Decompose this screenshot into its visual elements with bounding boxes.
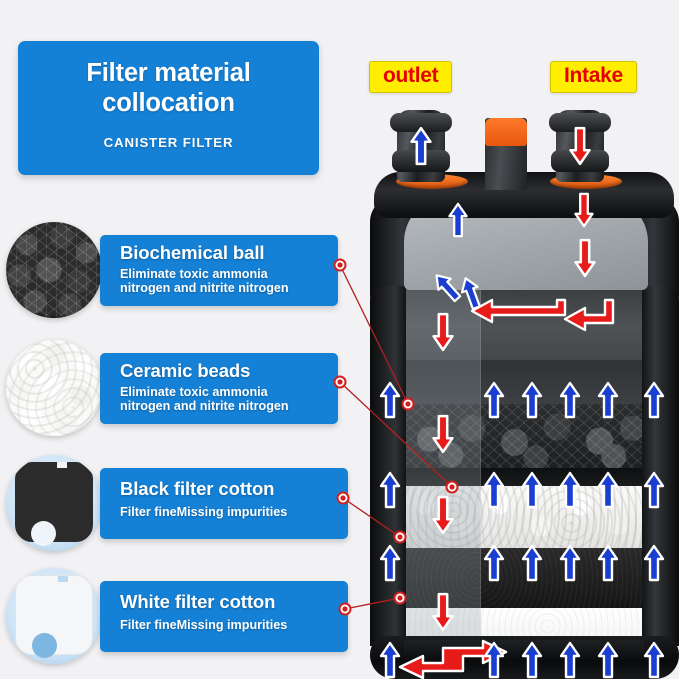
sponge-notch: [57, 462, 67, 468]
legend-description: Filter fineMissing impurities: [120, 618, 334, 632]
outlet-tag: outlet: [369, 61, 453, 93]
arrow-upflow-b4: [559, 471, 581, 509]
page-title: Filter material collocation: [18, 59, 319, 118]
arrow-upflow-b6: [643, 471, 665, 509]
arrow-upflow-c2: [483, 544, 505, 582]
legend-title: Biochemical ball: [120, 242, 265, 263]
title-line-2: collocation: [102, 88, 235, 117]
arrow-upflow-b3: [521, 471, 543, 509]
legend-label-biochemical-ball: Biochemical ball Eliminate toxic ammonia…: [100, 235, 338, 306]
legend-label-white-filter-cotton: White filter cotton Filter fineMissing i…: [100, 581, 348, 652]
arrow-downflow-1: [432, 312, 454, 352]
arrow-upflow-c3: [521, 544, 543, 582]
sponge-hole: [31, 521, 56, 546]
arrow-upflow-w5: [597, 641, 619, 679]
page-subtitle: CANISTER FILTER: [103, 135, 234, 151]
legend-label-black-filter-cotton: Black filter cotton Filter fineMissing i…: [100, 468, 348, 539]
legend-description: Eliminate toxic ammonia nitrogen and nit…: [120, 385, 324, 413]
arrow-downflow-3: [432, 495, 454, 535]
legend-description-line-2: nitrogen and nitrite nitrogen: [120, 281, 289, 296]
sponge-pad-shape: [15, 575, 93, 658]
legend-label-ceramic-beads: Ceramic beads Eliminate toxic ammonia ni…: [100, 353, 338, 424]
arrow-upflow-u2: [483, 381, 505, 419]
arrow-outlet-up: [410, 126, 432, 166]
sponge-hole: [32, 633, 57, 658]
valve-knob: [485, 118, 527, 190]
arrow-dome-diagonal-a: [429, 268, 465, 306]
arrow-upflow-u4: [559, 381, 581, 419]
arrow-lid-up: [448, 202, 468, 238]
legend-description-line-1: Filter fineMissing impurities: [120, 618, 288, 633]
legend-description-line-1: Eliminate toxic ammonia: [120, 267, 268, 282]
flow-arrow-overlay: [379, 126, 665, 679]
legend-description-line-1: Eliminate toxic ammonia: [120, 385, 268, 400]
white-filter-cotton-thumbnail: [6, 568, 102, 664]
legend-title: Ceramic beads: [120, 360, 251, 381]
title-card: Filter material collocation CANISTER FIL…: [18, 41, 319, 175]
arrow-upflow-b1: [379, 471, 401, 509]
arrow-upflow-b5: [597, 471, 619, 509]
legend-title: Black filter cotton: [120, 478, 275, 499]
biochemical-ball-thumbnail: [6, 222, 102, 318]
black-filter-cotton-thumbnail: [6, 455, 102, 551]
arrow-upflow-b2: [483, 471, 505, 509]
ceramic-beads-thumbnail: [6, 340, 102, 436]
legend-description: Eliminate toxic ammonia nitrogen and nit…: [120, 267, 324, 295]
arrow-upflow-w3: [521, 641, 543, 679]
arrow-upflow-w1: [379, 641, 401, 679]
arrow-top-chamber-left: [470, 298, 567, 324]
arrow-upflow-c6: [643, 544, 665, 582]
arrow-upflow-w6: [643, 641, 665, 679]
legend-description-line-1: Filter fineMissing impurities: [120, 505, 288, 520]
arrow-upflow-c4: [559, 544, 581, 582]
media-layer-divider: [406, 468, 642, 486]
canister-filter-illustration: [370, 100, 679, 679]
arrow-intake-down: [569, 126, 591, 166]
sponge-pad-shape: [15, 462, 93, 546]
arrow-upflow-u3: [521, 381, 543, 419]
arrow-top-chamber-hook: [563, 298, 615, 332]
arrow-intake-head-down: [574, 192, 594, 228]
arrow-upflow-c1: [379, 544, 401, 582]
sponge-notch: [58, 576, 68, 582]
legend-title: White filter cotton: [120, 591, 276, 612]
arrow-upflow-c5: [597, 544, 619, 582]
arrow-downflow-4: [432, 592, 454, 632]
arrow-upflow-w4: [559, 641, 581, 679]
arrow-upflow-u6: [643, 381, 665, 419]
title-line-1: Filter material: [86, 59, 251, 87]
arrow-downflow-2: [432, 414, 454, 454]
legend-description-line-2: nitrogen and nitrite nitrogen: [120, 399, 289, 414]
intake-tag: Intake: [550, 61, 637, 93]
arrow-upflow-u1: [379, 381, 401, 419]
legend-description: Filter fineMissing impurities: [120, 505, 334, 519]
canister-body-right-wall: [642, 286, 679, 646]
arrow-intake-dome-down: [574, 238, 596, 278]
arrow-upflow-u5: [597, 381, 619, 419]
arrow-bottom-spread: [398, 639, 508, 679]
